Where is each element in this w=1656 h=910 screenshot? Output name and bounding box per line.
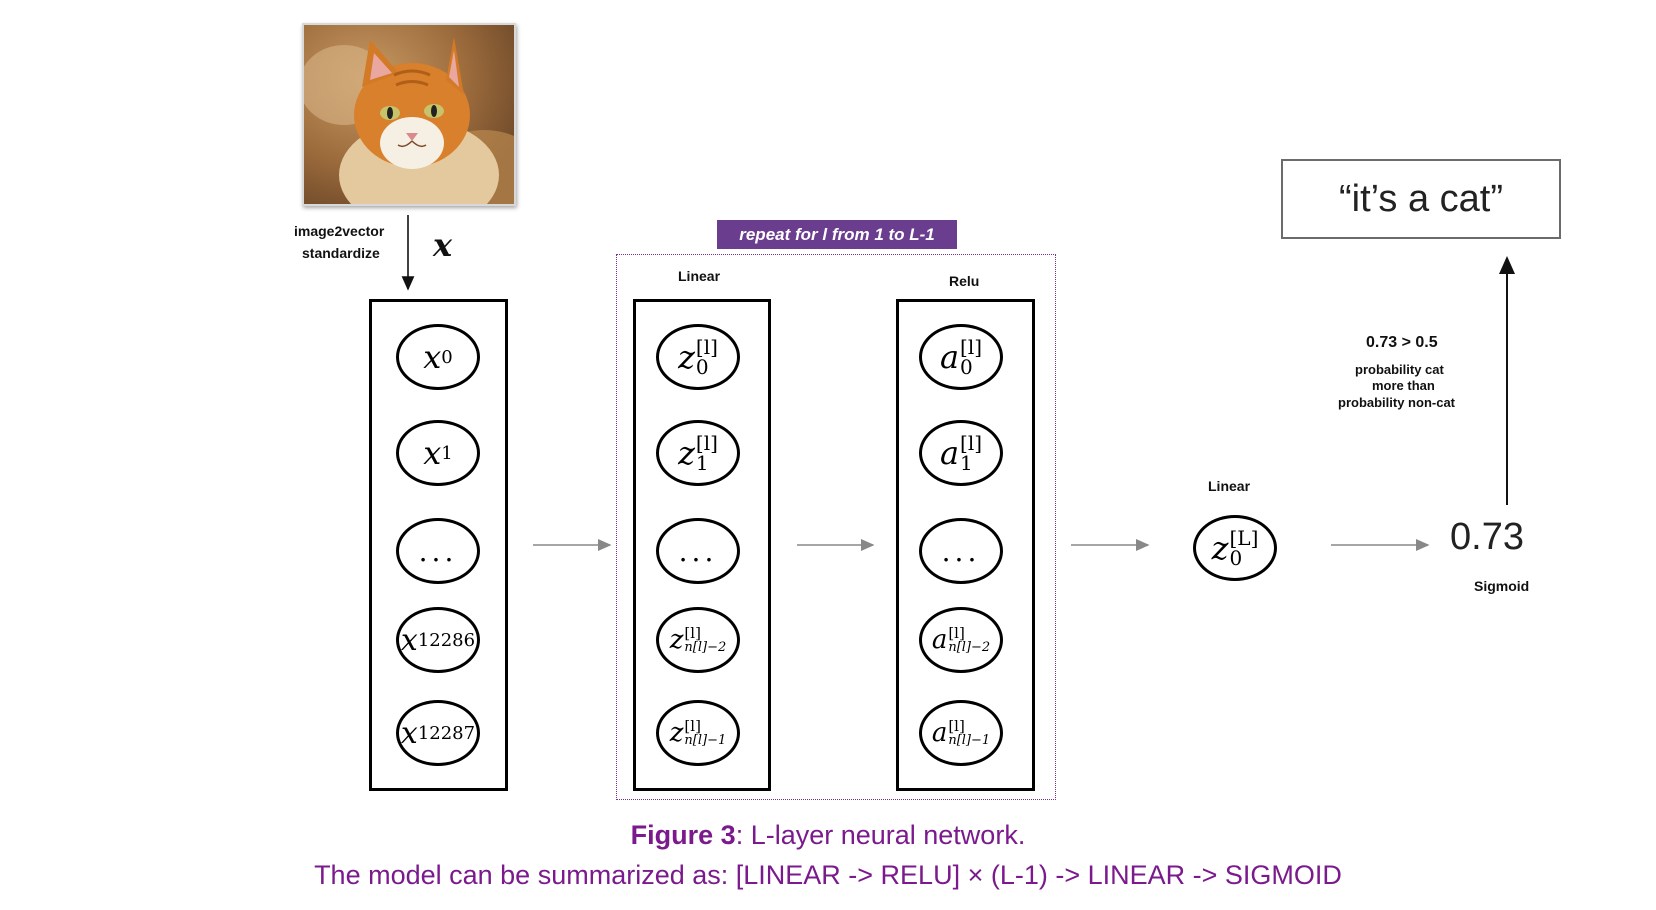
threshold-comparison: 0.73 > 0.5 (1366, 334, 1438, 351)
decision-line-3: probability non-cat (1338, 395, 1455, 410)
sigmoid-label: Sigmoid (1474, 578, 1530, 594)
relu-node: a[l]1 (919, 420, 1003, 486)
relu-node: a[l]n[l]−2 (919, 607, 1003, 673)
input-vector-label: x (433, 226, 453, 264)
prediction-text: “it’s a cat” (1338, 177, 1503, 220)
figure-label: Figure 3 (630, 820, 736, 850)
relu-node: a[l]n[l]−1 (919, 700, 1003, 766)
linear-node: z[l]n[l]−1 (656, 700, 740, 766)
decision-line-1: probability cat (1355, 362, 1444, 377)
final-linear-node: z[L]0 (1193, 515, 1277, 581)
prediction-output-box: “it’s a cat” (1281, 159, 1561, 239)
model-summary: The model can be summarized as: [LINEAR … (314, 860, 1342, 890)
figure-caption: Figure 3: L-layer neural network. (0, 820, 1656, 851)
relu-node-ellipsis: ... (919, 518, 1003, 584)
image2vector-label: image2vector (294, 223, 385, 239)
relu-layer-title: Relu (949, 273, 980, 289)
input-node-ellipsis: ... (396, 518, 480, 584)
linear-node: z[l]1 (656, 420, 740, 486)
linear-layer-title: Linear (678, 268, 721, 284)
figure-text: : L-layer neural network. (735, 820, 1026, 850)
final-linear-title: Linear (1208, 478, 1251, 494)
linear-node: z[l]n[l]−2 (656, 607, 740, 673)
probability-value: 0.73 (1450, 516, 1524, 558)
repeat-banner: repeat for l from 1 to L-1 (717, 220, 957, 249)
linear-node-ellipsis: ... (656, 518, 740, 584)
linear-node: z[l]0 (656, 324, 740, 390)
cat-input-image (302, 23, 516, 206)
repeat-region (616, 254, 1056, 800)
decision-line-2: more than (1372, 378, 1435, 393)
relu-node: a[l]0 (919, 324, 1003, 390)
standardize-label: standardize (302, 245, 380, 261)
